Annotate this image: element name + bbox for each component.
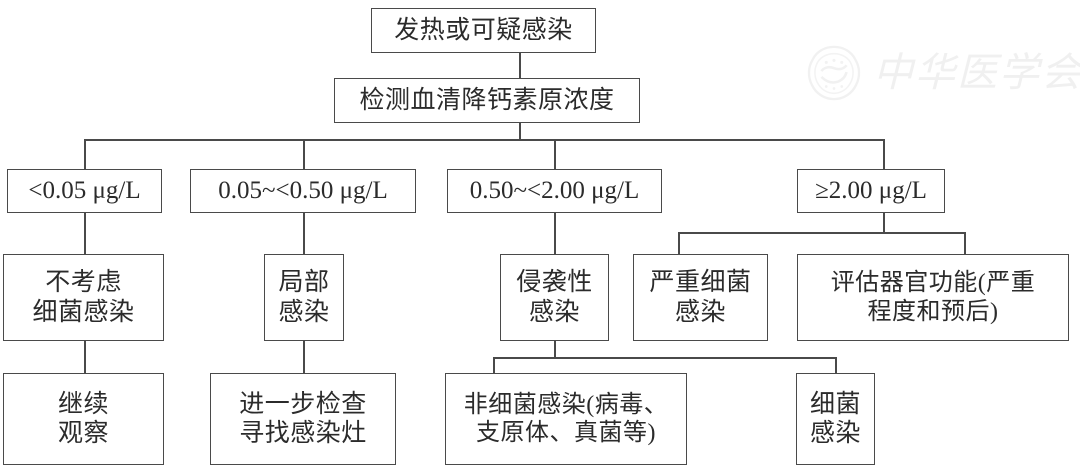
edge-t1-r1 xyxy=(84,212,86,255)
watermark: 中华医学会 xyxy=(795,38,1080,110)
edge-t4-split-bar xyxy=(678,232,965,234)
edge-r2-b2 xyxy=(303,340,305,373)
edge-to-t3 xyxy=(554,139,556,170)
edge-t4-trunk xyxy=(883,212,885,233)
edge-to-r4 xyxy=(678,232,680,255)
seal-logo-icon xyxy=(807,45,861,101)
edge-to-b4 xyxy=(835,357,837,373)
node-threshold-050-200: 0.50~<2.00 μg/L xyxy=(447,169,662,213)
node-measure-pct: 检测血清降钙素原浓度 xyxy=(334,78,640,123)
node-assess-organ-function: 评估器官功能(严重 程度和预后) xyxy=(797,254,1069,341)
edge-to-r5 xyxy=(964,232,966,255)
node-severe-bacterial-infection: 严重细菌 感染 xyxy=(633,254,768,341)
edge-distribution-bar xyxy=(84,139,884,141)
edge-r1-b1 xyxy=(84,340,86,373)
edge-to-t1 xyxy=(84,139,86,170)
edge-to-b3 xyxy=(493,357,495,373)
edge-n1-n2 xyxy=(519,52,521,80)
node-no-bacterial-infection: 不考虑 细菌感染 xyxy=(3,254,164,341)
edge-t3-r3 xyxy=(554,212,556,255)
node-non-bacterial-infection: 非细菌感染(病毒、 支原体、真菌等) xyxy=(445,373,687,465)
node-fever-suspected-infection: 发热或可疑感染 xyxy=(371,8,596,53)
edge-r3-split-bar xyxy=(493,357,836,359)
node-threshold-gte-200: ≥2.00 μg/L xyxy=(797,169,945,213)
node-threshold-005-050: 0.05~<0.50 μg/L xyxy=(190,169,416,213)
edge-r3-trunk xyxy=(554,340,556,358)
watermark-text: 中华医学会 xyxy=(873,50,1080,95)
node-bacterial-infection: 细菌 感染 xyxy=(796,373,875,465)
edge-to-t2 xyxy=(303,139,305,170)
node-threshold-lt-005: <0.05 μg/L xyxy=(7,169,162,213)
node-invasive-infection: 侵袭性 感染 xyxy=(500,254,609,341)
node-continue-observation: 继续 观察 xyxy=(3,373,164,465)
node-local-infection: 局部 感染 xyxy=(264,254,344,341)
edge-to-t4 xyxy=(883,139,885,170)
edge-n2-trunk xyxy=(519,122,521,140)
node-further-exam-find-focus: 进一步检查 寻找感染灶 xyxy=(210,373,396,465)
edge-t2-r2 xyxy=(303,212,305,255)
